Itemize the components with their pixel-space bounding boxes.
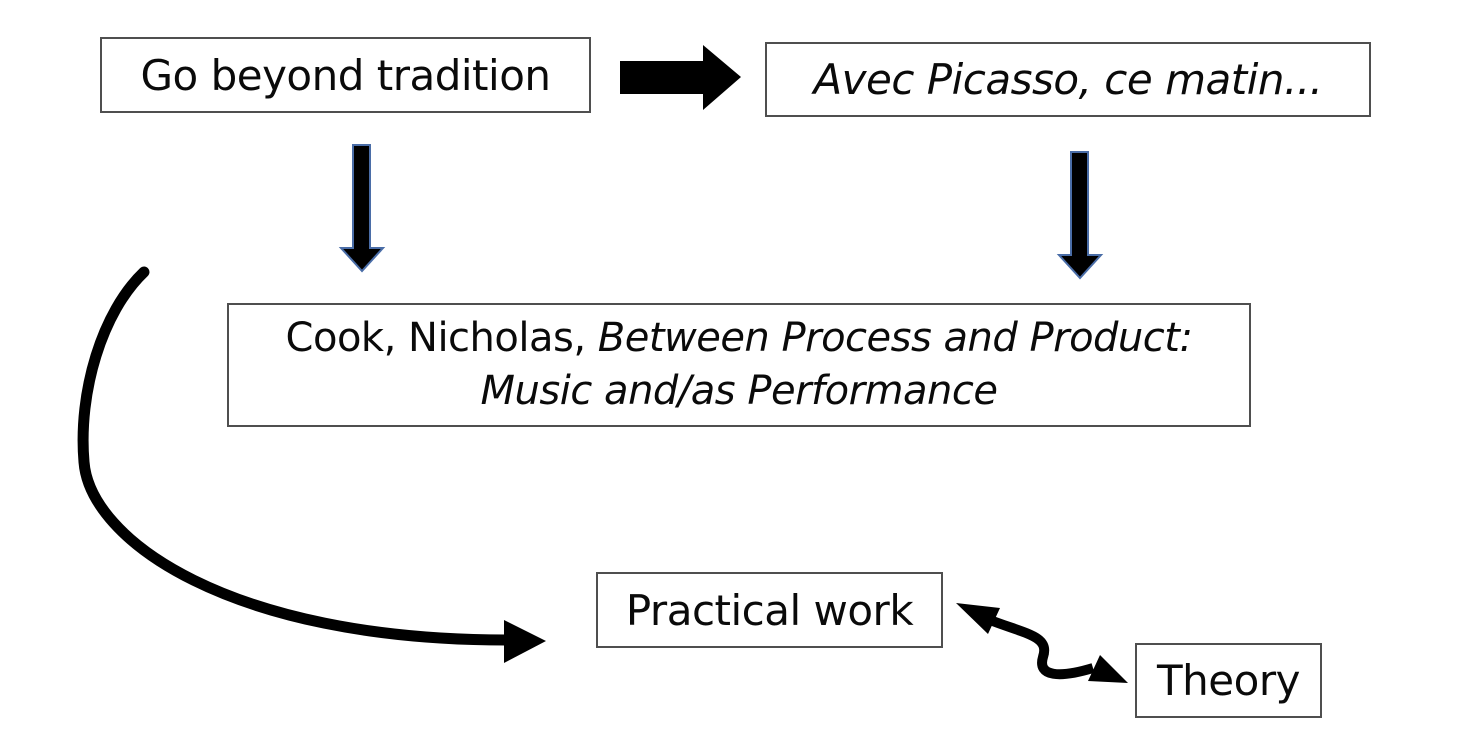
box-avec-picasso-label: Avec Picasso, ce matin... <box>813 55 1323 104</box>
box-theory: Theory <box>1135 643 1322 718</box>
box-cook-reference: Cook, Nicholas, Between Process and Prod… <box>227 303 1251 427</box>
box-avec-picasso: Avec Picasso, ce matin... <box>765 42 1371 117</box>
box-practical-work: Practical work <box>596 572 943 648</box>
arrow-down-right-icon <box>1056 151 1104 280</box>
box-theory-label: Theory <box>1157 656 1300 705</box>
curved-arrow-icon <box>77 266 546 663</box>
cook-title-line2: Music and/as Performance <box>480 368 998 414</box>
wavy-double-arrow-icon <box>956 603 1128 683</box>
box-go-beyond-tradition: Go beyond tradition <box>100 37 591 113</box>
arrow-down-left-icon <box>338 144 386 273</box>
box-go-beyond-tradition-label: Go beyond tradition <box>140 50 551 100</box>
box-practical-work-label: Practical work <box>625 585 914 635</box>
cook-author: Cook, Nicholas, <box>285 315 598 362</box>
cook-title-line1: Between Process and Product: <box>597 315 1193 362</box>
cook-reference-line1: Cook, Nicholas, Between Process and Prod… <box>286 312 1193 365</box>
block-arrow-right-icon <box>620 45 741 110</box>
